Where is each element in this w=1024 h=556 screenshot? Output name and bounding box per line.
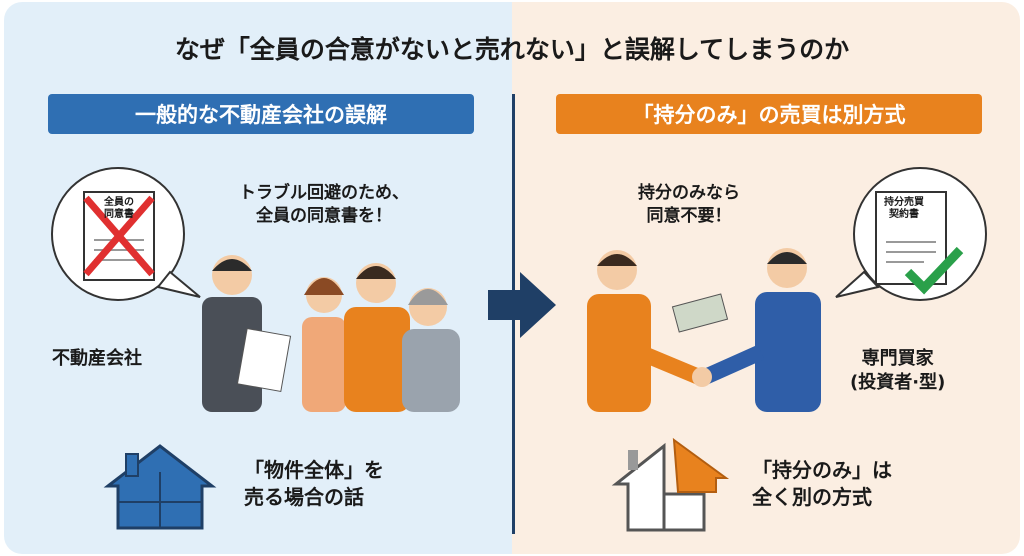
arrow-right-icon xyxy=(488,272,556,338)
handshake-illustration xyxy=(587,248,821,412)
right-caption-1: 「持分のみ」は xyxy=(752,458,892,482)
contract-label-1: 持分売買 xyxy=(884,197,924,208)
right-banner: 「持分のみ」の売買は別方式 xyxy=(556,94,982,134)
doc-label-2: 同意書 xyxy=(104,209,134,220)
left-speech-1: トラブル回避のため、 xyxy=(239,183,409,203)
right-caption-2: 全く別の方式 xyxy=(752,485,872,509)
left-speech-2: 全員の同意書を！ xyxy=(256,205,392,226)
crossed-document-icon xyxy=(51,167,201,301)
right-speech-1: 持分のみなら xyxy=(638,183,740,203)
buyer-label-2: (投資者·型) xyxy=(850,372,946,394)
buyer-label-1: 専門買家 xyxy=(861,348,934,369)
infographic: なぜ「全員の合意がないと売れない」と誤解してしまうのか 一般的な不動産会社の誤解… xyxy=(4,2,1020,554)
checked-document-icon xyxy=(835,167,987,301)
contract-label-2: 契約書 xyxy=(889,209,919,220)
split-puzzle-house-icon xyxy=(611,437,730,532)
left-caption-2: 売る場合の話 xyxy=(244,485,364,509)
puzzle-house-icon xyxy=(103,444,217,530)
right-speech-2: 同意不要！ xyxy=(646,205,732,226)
page-title: なぜ「全員の合意がないと売れない」と誤解してしまうのか xyxy=(174,35,850,64)
left-caption-1: 「物件全体」を xyxy=(244,458,384,482)
agent-label: 不動産会社 xyxy=(52,348,142,369)
left-banner: 一般的な不動産会社の誤解 xyxy=(48,94,474,134)
agent-and-family-illustration xyxy=(202,255,460,412)
doc-label-1: 全員の xyxy=(104,197,134,208)
